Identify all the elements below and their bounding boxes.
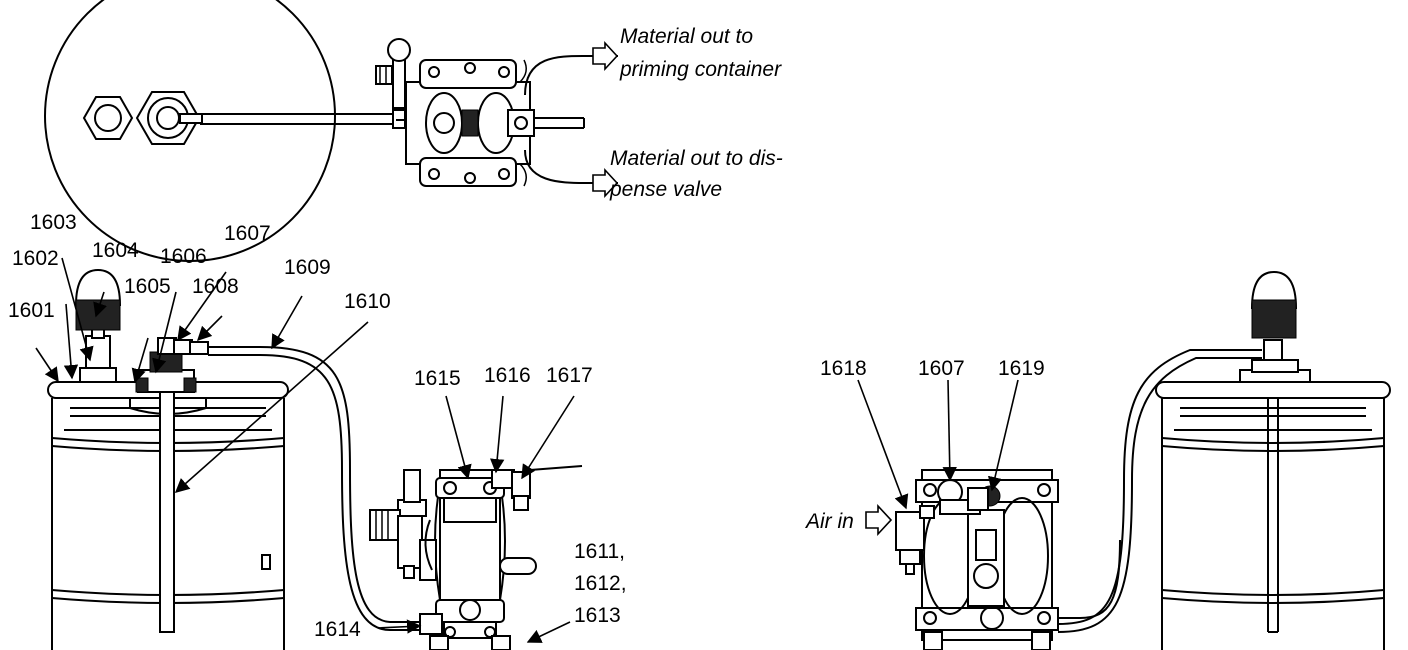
- note-air-in: Air in: [804, 510, 854, 533]
- left-pump: [369, 465, 583, 650]
- desiccant-dryer-right: [1251, 299, 1297, 339]
- callout-1615: 1615: [414, 367, 461, 390]
- right-drum: [1155, 270, 1391, 650]
- callout-1616: 1616: [484, 364, 531, 387]
- callout-leaders: [35, 257, 1019, 643]
- callout-1608: 1608: [192, 275, 239, 298]
- callout-1618: 1618: [820, 357, 867, 380]
- callout-1609: 1609: [284, 256, 331, 279]
- desiccant-dryer: [74, 268, 122, 306]
- pressure-gauge-icon: [387, 38, 411, 62]
- callout-1614: 1614: [314, 618, 361, 641]
- drum-top-circle: [44, 0, 336, 262]
- callout-1619: 1619: [998, 357, 1045, 380]
- callout-1606: 1606: [160, 245, 207, 268]
- air-in-arrow-icon: [865, 503, 893, 537]
- callout-1604: 1604: [92, 239, 139, 262]
- hex-bung: [82, 96, 134, 140]
- suction-hose-left: [208, 346, 430, 623]
- valve-handle: [529, 465, 583, 471]
- hose-right: [1057, 349, 1262, 625]
- right-pump: [895, 469, 1121, 650]
- desiccant-dryer-mesh: [75, 299, 121, 331]
- callout-1617: 1617: [546, 364, 593, 387]
- callout-1607-right: 1607: [918, 357, 965, 380]
- dispense-arrow-icon: [592, 167, 619, 199]
- callout-1602: 1602: [12, 247, 59, 270]
- callout-1611: 1611,: [574, 540, 625, 563]
- callout-1613: 1613: [574, 604, 621, 627]
- note-priming-line2: priming container: [619, 58, 782, 81]
- callout-1601: 1601: [8, 299, 55, 322]
- pump-top-view: [375, 38, 585, 187]
- callout-1607: 1607: [224, 222, 271, 245]
- top-view: [44, 0, 619, 262]
- callout-1603: 1603: [30, 211, 77, 234]
- callout-1610: 1610: [344, 290, 391, 313]
- callout-1605: 1605: [124, 275, 171, 298]
- dispense-output-line: [524, 149, 618, 184]
- note-priming-line1: Material out to: [620, 25, 753, 48]
- dip-tube: [159, 359, 175, 633]
- note-dispense-line1: Material out to dis-: [610, 147, 783, 170]
- priming-arrow-icon: [592, 40, 619, 72]
- callout-1612: 1612,: [574, 572, 627, 595]
- priming-output-line: [524, 54, 618, 96]
- note-dispense-line2: pense valve: [609, 178, 722, 201]
